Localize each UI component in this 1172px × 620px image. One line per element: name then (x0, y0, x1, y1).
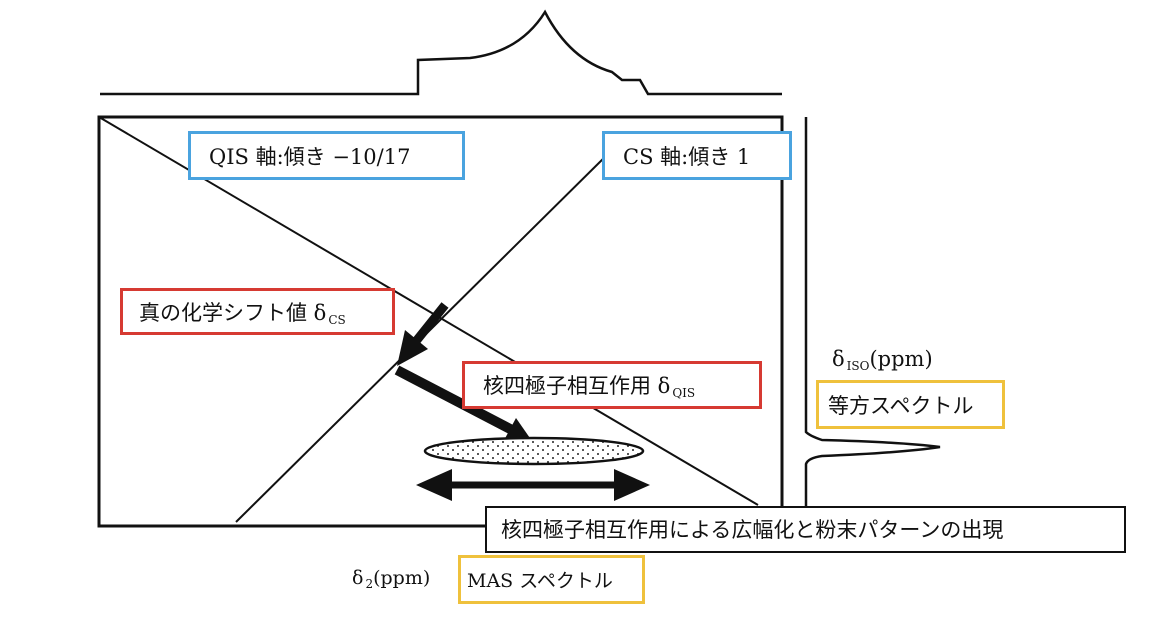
mas-spectrum-label: MAS スペクトル (458, 555, 645, 604)
cs-axis-label: CS 軸:傾き 1 (602, 131, 792, 180)
powder-pattern-ellipse (423, 436, 645, 466)
broadening-label: 核四極子相互作用による広幅化と粉末パターンの出現 (485, 506, 1126, 553)
mas-spectrum-text: MAS スペクトル (467, 570, 613, 592)
delta2-unit: (ppm) (373, 567, 431, 589)
iso-spectrum-text: 等方スペクトル (828, 394, 974, 418)
quadrupolar-interaction-text: 核四極子相互作用 δ (483, 374, 671, 398)
broadening-arrowhead-left (416, 469, 452, 501)
broadening-text: 核四極子相互作用による広幅化と粉末パターンの出現 (501, 518, 1004, 542)
iso-delta: δ (832, 347, 845, 371)
2d-plot-frame (97, 115, 784, 528)
cs-arrow-shaft (409, 302, 449, 348)
broadening-arrowhead-right (614, 469, 650, 501)
delta2-delta: δ (352, 567, 364, 589)
iso-unit: (ppm) (869, 347, 933, 371)
iso-spectrum-trace (804, 117, 941, 526)
qis-arrow-shaft (394, 365, 517, 436)
qis-axis-line (98, 116, 759, 506)
iso-subscript: ISO (846, 359, 870, 373)
qis-axis-text: QIS 軸:傾き −10/17 (209, 145, 411, 169)
iso-spectrum-label: 等方スペクトル (816, 380, 1005, 429)
cs-arrowhead (397, 330, 428, 366)
true-chemical-shift-text: 真の化学シフト値 δ (139, 301, 327, 325)
mas-spectrum-trace (100, 9, 782, 96)
quadrupolar-interaction-subscript: QIS (672, 386, 696, 400)
delta2-subscript: 2 (365, 577, 374, 591)
cs-axis-text: CS 軸:傾き 1 (623, 145, 751, 169)
true-chemical-shift-subscript: CS (328, 313, 346, 327)
qis-axis-label: QIS 軸:傾き −10/17 (188, 131, 465, 180)
